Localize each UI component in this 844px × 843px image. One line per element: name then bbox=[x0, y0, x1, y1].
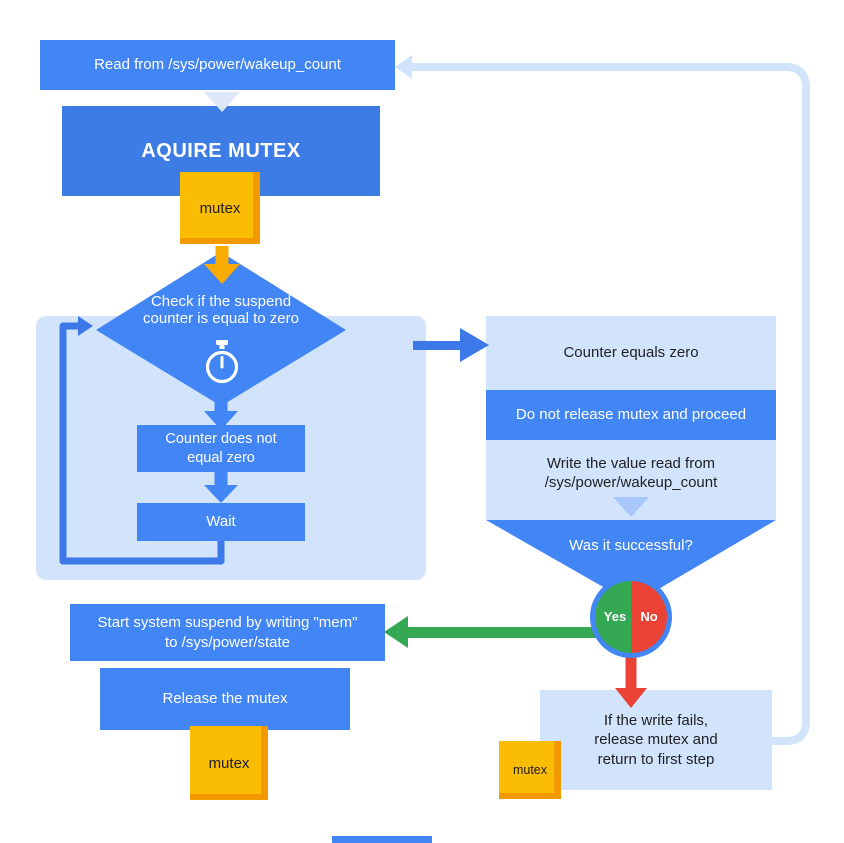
do-not-release-section: Do not release mutex and proceed bbox=[486, 390, 776, 440]
return-to-first-step-arrowhead bbox=[395, 55, 412, 79]
orange-down-arrow bbox=[204, 246, 240, 284]
no-text: No bbox=[640, 609, 658, 624]
counter-zero-label: Counter equals zero bbox=[563, 344, 699, 362]
success-funnel bbox=[486, 520, 776, 604]
start-suspend-box: Start system suspend by writing "mem" to… bbox=[70, 604, 385, 661]
wait-box: Wait bbox=[137, 503, 305, 541]
read-wakeup-count-label: Read from /sys/power/wakeup_count bbox=[94, 56, 341, 74]
mutex-note-2: mutex bbox=[190, 726, 268, 800]
was-successful-label: Was it successful? bbox=[569, 537, 693, 554]
yes-green-arrow bbox=[384, 616, 596, 648]
yes-text: Yes bbox=[603, 609, 627, 624]
write-fails-label: If the write fails, release mutex and re… bbox=[594, 711, 718, 768]
counter-not-zero-box: Counter does not equal zero bbox=[137, 425, 305, 472]
write-value-label: Write the value read from /sys/power/wak… bbox=[544, 454, 718, 492]
mutex-note-1-label: mutex bbox=[199, 199, 241, 217]
mutex-note-2-label: mutex bbox=[208, 754, 250, 772]
release-mutex-label: Release the mutex bbox=[162, 690, 288, 708]
mutex-note-3: mutex bbox=[499, 741, 561, 799]
check-counter-label: Check if the suspend counter is equal to… bbox=[143, 293, 299, 327]
read-wakeup-count-box: Read from /sys/power/wakeup_count bbox=[40, 40, 395, 90]
mutex-note-3-label: mutex bbox=[512, 763, 548, 777]
wait-label: Wait bbox=[206, 513, 236, 531]
counter-not-zero-label: Counter does not equal zero bbox=[165, 430, 277, 466]
acquire-mutex-label: AQUIRE MUTEX bbox=[141, 140, 301, 162]
counter-zero-section: Counter equals zero bbox=[486, 316, 776, 390]
release-mutex-box: Release the mutex bbox=[100, 668, 350, 730]
start-suspend-label: Start system suspend by writing "mem" to… bbox=[97, 614, 358, 651]
footer-accent-bar bbox=[332, 836, 432, 843]
write-fails-box: If the write fails, release mutex and re… bbox=[540, 690, 772, 790]
write-value-section: Write the value read from /sys/power/wak… bbox=[486, 440, 776, 520]
do-not-release-label: Do not release mutex and proceed bbox=[515, 406, 747, 424]
mutex-note-1: mutex bbox=[180, 172, 260, 244]
